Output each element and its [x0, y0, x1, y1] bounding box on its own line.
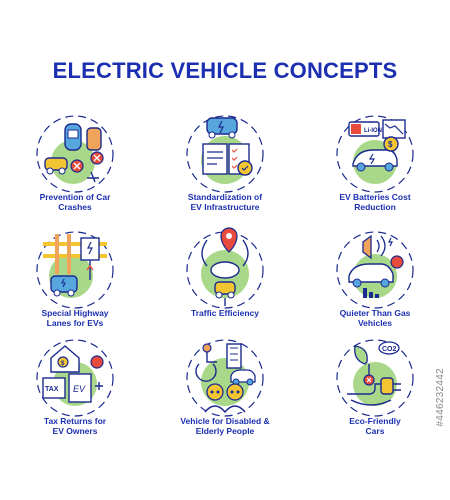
car-crash-icon — [36, 115, 114, 193]
page-title: ELECTRIC VEHICLE CONCEPTS — [52, 58, 398, 83]
eco-friendly-icon: CO2 — [336, 339, 414, 417]
caption: Vehicle for Disabled &Elderly People — [180, 416, 270, 436]
svg-text:EV: EV — [73, 384, 86, 394]
ev-infrastructure-standard-icon — [186, 115, 264, 193]
highway-lane-icon — [36, 231, 114, 309]
stock-id-watermark: #446232442 — [435, 368, 446, 427]
disabled-elderly-icon — [186, 339, 264, 417]
concept-card-traffic: Traffic Efficiency — [150, 226, 300, 346]
concept-card-disabled-elderly: Vehicle for Disabled &Elderly People — [150, 334, 300, 454]
svg-text:Li-ION: Li-ION — [364, 128, 382, 134]
svg-text:TAX: TAX — [45, 386, 59, 393]
svg-text:$: $ — [388, 140, 393, 149]
traffic-efficiency-icon — [186, 227, 264, 309]
tax-return-icon: $ TAX EV — [36, 339, 114, 417]
battery-cost-icon: Li-ION $ — [336, 115, 414, 193]
quiet-car-icon — [336, 231, 414, 309]
svg-text:CO2: CO2 — [382, 346, 397, 353]
svg-text:$: $ — [61, 361, 65, 367]
caption: Traffic Efficiency — [190, 308, 260, 318]
